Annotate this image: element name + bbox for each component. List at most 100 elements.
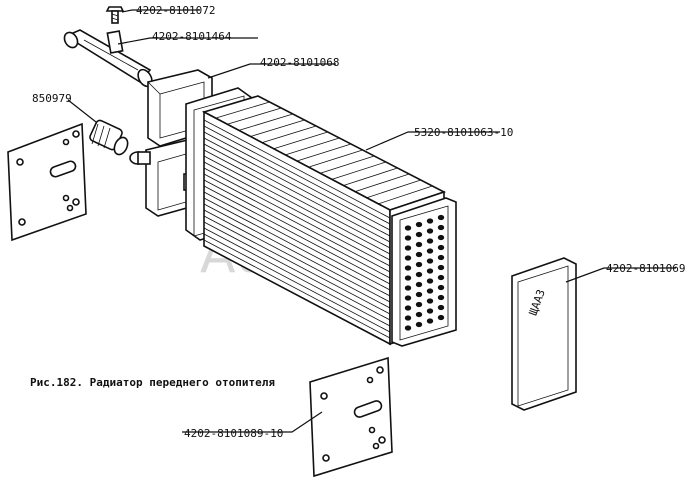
tube-end [426,298,434,304]
tube-end [437,214,445,221]
tube-end [426,278,434,284]
leader-lines [67,9,676,433]
fin-line [203,233,391,333]
tube-ends [404,214,445,331]
tube-end [437,284,445,291]
tube-end [415,261,423,268]
tube-end [437,234,445,241]
radiator-core [201,95,457,347]
fin-top-line [250,119,305,137]
tube-end [426,308,434,314]
tube-end [437,314,445,321]
label-plate: 4202-8101089-10 [184,427,283,440]
tube-end [437,294,445,301]
fin-line [203,155,391,255]
tube-end [437,264,445,271]
fin-top-line [296,143,352,162]
fin-line [203,179,391,279]
tube-end [404,275,412,281]
fin-line [203,197,391,297]
fin-top-line [331,161,386,180]
tube-end [426,268,434,274]
fin-line [203,161,391,261]
fin-top-line [203,95,259,113]
label-cover: 4202-8101069 [606,262,685,275]
fin-top-line [320,155,375,174]
tube-end [415,281,423,288]
fin-top-line [227,107,282,125]
figure-caption: Рис.182. Радиатор переднего отопителя [30,376,275,389]
fin-line [203,137,391,237]
fin-line [203,203,391,303]
tube-end [415,321,423,328]
tube-end [404,245,412,251]
bottom-flange-plate [309,356,393,478]
tube-end [437,304,445,311]
pipe-part [63,29,153,88]
fin-top-line [355,173,410,193]
tube-end [415,231,423,238]
fin-top-line [308,149,363,168]
tube-end [426,258,434,264]
fin-line [203,119,391,219]
fin-top-line [343,167,398,186]
fin-top-line [215,101,270,119]
fin-line [203,125,391,225]
fin-top-line [285,137,340,156]
fin-line [203,167,391,267]
fin-top-line [378,185,433,205]
tube-end [415,251,423,258]
tube-end [437,224,445,231]
fin-line [203,191,391,291]
tube-end [404,235,412,241]
tube-end [415,311,423,318]
tube-end [426,238,434,244]
label-fitting: 850979 [32,92,72,105]
left-flange-plate [7,122,87,242]
tube-end [404,225,412,231]
cooling-fins [203,95,433,345]
tube-end [404,285,412,291]
tube-end [404,315,412,321]
fin-top-line [366,179,421,199]
tube-end [415,221,423,228]
tube-end [415,291,423,298]
fin-top-line [262,125,317,144]
fin-line [203,209,391,309]
fitting-part [89,119,129,156]
fin-line [203,173,391,273]
tube-end [404,265,412,271]
tube-end [404,325,412,331]
fin-line [203,221,391,321]
fin-line [203,227,391,327]
tube-end [404,305,412,311]
fin-line [203,239,391,339]
tube-end [426,228,434,234]
tube-end [415,271,423,278]
label-screw: 4202-8101072 [136,4,215,17]
label-pipe: 4202-8101464 [152,30,232,43]
fin-line [203,185,391,285]
label-core: 5320-8101063-10 [414,126,513,139]
tube-end [426,288,434,294]
fin-top-line [238,113,293,131]
tube-end [415,301,423,308]
fin-line [203,215,391,315]
fin-line [203,143,391,243]
tube-end [437,274,445,281]
tube-end [437,254,445,261]
tube-end [426,218,434,224]
label-tank: 4202-8101068 [260,56,339,69]
cover-part: ЩААЗ [511,257,577,411]
tube-end [426,248,434,254]
fin-line [203,245,391,345]
fin-line [203,149,391,249]
fin-top-line [273,131,328,150]
tube-end [404,255,412,261]
tube-end [426,318,434,324]
tube-end [404,295,412,301]
fin-line [203,131,391,231]
tube-end [415,241,423,248]
